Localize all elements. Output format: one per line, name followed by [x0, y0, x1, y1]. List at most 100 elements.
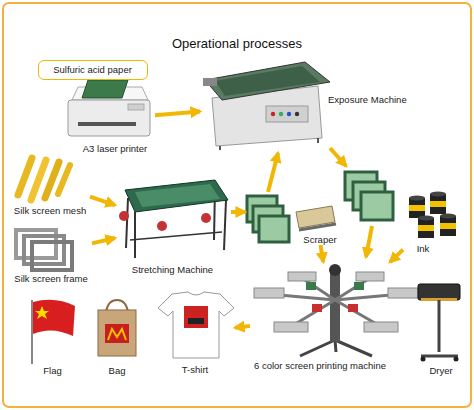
node-label: Ink [403, 243, 443, 254]
flow-arrow [235, 326, 250, 328]
bag-illustration [108, 329, 126, 340]
printing-machine-illustration [330, 270, 340, 342]
dryer-illustration [418, 284, 460, 300]
flow-arrow [330, 148, 346, 166]
scraper-illustration [299, 224, 336, 230]
printing-machine-illustration [254, 264, 418, 356]
printer-illustration [78, 122, 136, 126]
stretching-machine-illustration [157, 221, 167, 231]
printing-machine-illustration [348, 304, 358, 312]
bag-illustration [105, 324, 129, 343]
exposure-machine-illustration [266, 106, 308, 122]
ink-jars-illustration [409, 198, 425, 218]
exposure-machine-illustration [205, 62, 330, 100]
printing-machine-illustration [254, 288, 284, 298]
stretching-machine-illustration [201, 213, 211, 223]
exposure-machine-illustration [287, 112, 291, 116]
exposure-machine-illustration [203, 78, 217, 86]
printing-machine-illustration [288, 272, 316, 281]
diagram-title: Operational processes [0, 36, 474, 51]
stretching-machine-illustration [125, 180, 228, 212]
dryer-illustration [454, 357, 459, 362]
exposed-screens-illustration [345, 172, 393, 220]
stretching-machine-illustration [119, 211, 129, 221]
printer-illustration [82, 80, 128, 98]
exposure-machine-illustration [279, 112, 283, 116]
ink-jars-illustration [430, 194, 446, 214]
node-label: Bag [92, 365, 142, 376]
printing-machine-illustration [300, 340, 335, 356]
printer-illustration [68, 100, 150, 136]
node-label: Silk screen frame [10, 273, 92, 284]
printing-machine-illustration [306, 282, 316, 290]
node-label: Sulfuric acid paper [39, 64, 146, 75]
frames-illustration [16, 230, 72, 270]
printing-machine-illustration [364, 322, 398, 332]
node-label: Silk screen mesh [10, 205, 90, 216]
dryer-illustration [438, 300, 441, 352]
material-node: Silk screen frame [10, 222, 92, 284]
node-label: Stretching Machine [115, 264, 230, 275]
printing-machine-illustration [312, 304, 322, 312]
ink-jars-illustration [418, 218, 434, 238]
frames-illustration [32, 242, 72, 270]
t-shirt-illustration [188, 318, 204, 324]
printing-machine-illustration [354, 282, 364, 290]
stretching-machine-illustration [134, 212, 136, 258]
node-label: Scraper [292, 234, 348, 245]
equipment-node: A3 laser printer [60, 82, 155, 156]
ink-jars-illustration [440, 214, 456, 219]
flag-illustration [35, 306, 49, 319]
node-label: Dryer [415, 365, 467, 376]
equipment-node: Stretching Machine [115, 172, 230, 277]
stretching-machine-illustration [126, 198, 128, 248]
printing-machine-illustration [388, 288, 418, 298]
ink-jars-illustration [440, 223, 456, 229]
flow-arrow [390, 250, 403, 262]
exposure-machine-illustration [295, 112, 299, 116]
stretching-machine-illustration [130, 232, 222, 240]
screens-illustration [247, 196, 289, 242]
flow-arrow [231, 210, 245, 214]
ink-jars-illustration [418, 216, 434, 221]
flow-arrow [231, 148, 372, 257]
exposed-screens-illustration [361, 192, 393, 220]
mesh-rolls-illustration [58, 165, 70, 194]
t-shirt-illustration [158, 292, 234, 358]
printing-machine-illustration [329, 264, 341, 276]
t-shirt-illustration [184, 306, 208, 328]
node-label: Flag [20, 365, 85, 376]
tool-node: Scraper [292, 203, 342, 245]
callout-box: Sulfuric acid paper [38, 60, 148, 80]
product-node: Bag [92, 300, 142, 377]
flow-arrow [268, 153, 278, 192]
mesh-rolls-illustration [18, 158, 70, 200]
node-label: T-shirt [155, 364, 235, 375]
dryer-illustration [421, 355, 458, 358]
printing-machine-illustration [356, 272, 384, 281]
product-node: T-shirt [155, 288, 235, 376]
flag-illustration [31, 300, 33, 364]
flow-arrow [366, 226, 372, 257]
screens-illustration [259, 216, 289, 242]
ink-jars-illustration [430, 192, 446, 197]
exposure-machine-illustration [203, 62, 330, 150]
equipment-node: Dryer [415, 278, 467, 378]
bag-illustration [98, 310, 136, 356]
ink-jars-illustration [409, 192, 456, 239]
mesh-rolls-illustration [18, 158, 32, 195]
stretching-machine-illustration [224, 200, 226, 250]
flow-arrow [90, 197, 115, 205]
exposure-machine-illustration [317, 138, 319, 143]
dryer-illustration [418, 284, 460, 362]
ink-jars-illustration [430, 201, 446, 207]
printer-illustration [128, 104, 144, 110]
t-shirt-illustration [158, 292, 234, 358]
printer-illustration [68, 80, 150, 136]
exposure-machine-illustration [215, 66, 320, 96]
node-label: A3 laser printer [75, 143, 155, 154]
printing-machine-illustration [335, 340, 372, 356]
node-label: Exposure Machine [328, 94, 410, 105]
title-area: Operational processes [0, 36, 474, 51]
